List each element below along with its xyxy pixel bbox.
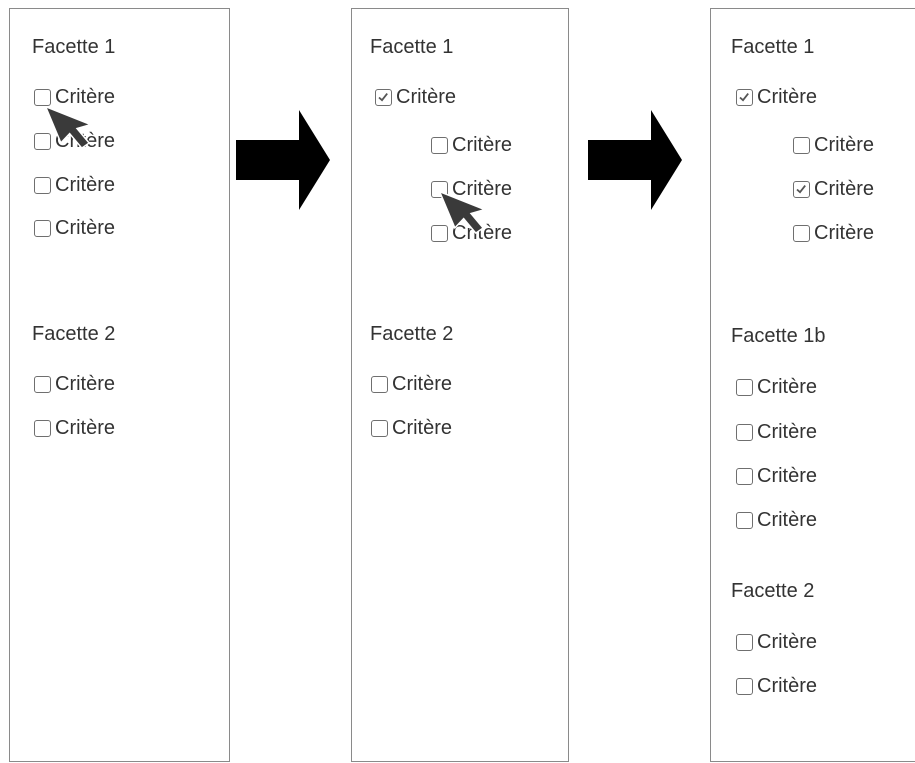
- criterion-label: Critère: [392, 417, 453, 439]
- facet-title: Facette 2: [370, 323, 454, 345]
- checkmark-icon: [739, 92, 749, 102]
- checkbox[interactable]: [736, 467, 753, 485]
- criterion-label: Critère: [55, 86, 116, 108]
- criterion-label: Critère: [757, 675, 818, 697]
- checkbox[interactable]: [736, 677, 753, 695]
- criterion-label: Critère: [757, 376, 818, 398]
- criterion-checkbox-item[interactable]: Critère: [736, 86, 817, 108]
- criterion-checkbox-item[interactable]: Critère: [34, 373, 115, 395]
- checkbox[interactable]: [431, 224, 448, 242]
- checkmark-icon: [796, 184, 806, 194]
- checkbox[interactable]: [34, 419, 51, 437]
- checkbox[interactable]: [793, 136, 810, 154]
- criterion-label: Critère: [55, 217, 116, 239]
- facet-title: Facette 1: [370, 36, 454, 58]
- facet-title: Facette 1b: [731, 325, 826, 347]
- criterion-label: Critère: [757, 86, 818, 108]
- criterion-checkbox-item[interactable]: Critère: [34, 130, 115, 152]
- criterion-label: Critère: [814, 134, 875, 156]
- criterion-checkbox-item[interactable]: Critère: [736, 631, 817, 653]
- criterion-checkbox-item[interactable]: Critère: [431, 178, 512, 200]
- criterion-checkbox-item[interactable]: Critère: [736, 421, 817, 443]
- facet-panel-step-2: Facette 1 Critère Critère Critère Critèr…: [710, 8, 915, 762]
- checkbox[interactable]: [431, 136, 448, 154]
- criterion-checkbox-item[interactable]: Critère: [793, 134, 874, 156]
- checkmark-icon: [378, 92, 388, 102]
- facet-title: Facette 1: [731, 36, 815, 58]
- checkbox[interactable]: [34, 219, 51, 237]
- checkbox[interactable]: [736, 423, 753, 441]
- checkbox[interactable]: [431, 180, 448, 198]
- criterion-checkbox-item[interactable]: Critère: [793, 222, 874, 244]
- checkbox[interactable]: [371, 419, 388, 437]
- criterion-checkbox-item[interactable]: Critère: [431, 134, 512, 156]
- checkbox[interactable]: [793, 224, 810, 242]
- criterion-label: Critère: [55, 174, 116, 196]
- facet-panel-step-1: Facette 1 Critère Critère Critère Critèr…: [351, 8, 569, 762]
- checkbox-checked[interactable]: [736, 88, 753, 106]
- criterion-checkbox-item[interactable]: Critère: [34, 86, 115, 108]
- criterion-checkbox-item[interactable]: Critère: [736, 675, 817, 697]
- criterion-label: Critère: [396, 86, 457, 108]
- criterion-checkbox-item[interactable]: Critère: [431, 222, 512, 244]
- criterion-label: Critère: [814, 222, 875, 244]
- criterion-checkbox-item[interactable]: Critère: [34, 174, 115, 196]
- right-arrow-icon: [236, 110, 330, 210]
- facet-title: Facette 2: [32, 323, 116, 345]
- criterion-label: Critère: [757, 421, 818, 443]
- criterion-label: Critère: [55, 130, 116, 152]
- checkbox[interactable]: [736, 511, 753, 529]
- criterion-label: Critère: [55, 373, 116, 395]
- checkbox[interactable]: [34, 375, 51, 393]
- facet-panel-before: Facette 1 Critère Critère Critère Critèr…: [9, 8, 230, 762]
- checkbox[interactable]: [371, 375, 388, 393]
- checkbox[interactable]: [34, 176, 51, 194]
- facet-title: Facette 1: [32, 36, 116, 58]
- criterion-label: Critère: [55, 417, 116, 439]
- checkbox[interactable]: [34, 88, 51, 106]
- right-arrow-icon: [588, 110, 682, 210]
- facet-title: Facette 2: [731, 580, 815, 602]
- checkbox[interactable]: [736, 633, 753, 651]
- criterion-checkbox-item[interactable]: Critère: [736, 465, 817, 487]
- checkbox[interactable]: [736, 378, 753, 396]
- criterion-label: Critère: [757, 465, 818, 487]
- criterion-label: Critère: [452, 178, 513, 200]
- checkbox[interactable]: [34, 132, 51, 150]
- checkbox-checked[interactable]: [375, 88, 392, 106]
- criterion-label: Critère: [392, 373, 453, 395]
- criterion-label: Critère: [757, 631, 818, 653]
- criterion-checkbox-item[interactable]: Critère: [736, 376, 817, 398]
- criterion-checkbox-item[interactable]: Critère: [34, 217, 115, 239]
- criterion-checkbox-item[interactable]: Critère: [371, 417, 452, 439]
- criterion-label: Critère: [814, 178, 875, 200]
- criterion-checkbox-item[interactable]: Critère: [793, 178, 874, 200]
- criterion-label: Critère: [452, 222, 513, 244]
- criterion-label: Critère: [452, 134, 513, 156]
- criterion-label: Critère: [757, 509, 818, 531]
- criterion-checkbox-item[interactable]: Critère: [736, 509, 817, 531]
- checkbox-checked[interactable]: [793, 180, 810, 198]
- criterion-checkbox-item[interactable]: Critère: [34, 417, 115, 439]
- criterion-checkbox-item[interactable]: Critère: [375, 86, 456, 108]
- criterion-checkbox-item[interactable]: Critère: [371, 373, 452, 395]
